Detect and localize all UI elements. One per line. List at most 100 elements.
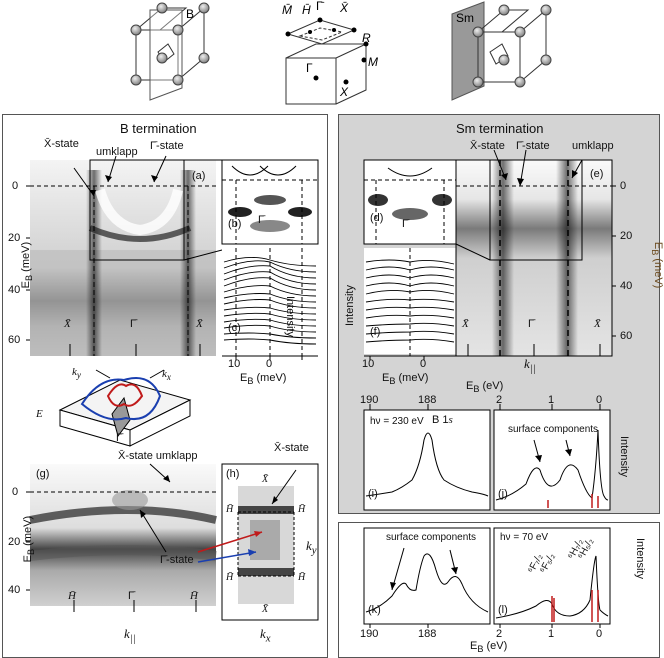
f-xtick-10: 10 bbox=[362, 358, 375, 370]
j-tick-2: 2 bbox=[496, 394, 503, 406]
f-xtick-0: 0 bbox=[420, 358, 427, 370]
b-umklapp-label: umklapp bbox=[96, 146, 138, 158]
bz-r: R bbox=[362, 31, 371, 45]
panel-h-tag: (h) bbox=[226, 468, 240, 480]
h-label-h-tr: H̄ bbox=[298, 504, 306, 515]
bz-gamma: Γ bbox=[306, 61, 313, 75]
bz-x: X bbox=[339, 85, 349, 99]
panel-g-tag: (g) bbox=[36, 468, 50, 480]
panel-j-tag: (j) bbox=[498, 488, 508, 500]
panel-e-arpes-map bbox=[455, 159, 613, 357]
b-ytick-40: 40 bbox=[8, 284, 21, 296]
k-tick-188: 188 bbox=[418, 628, 437, 640]
brillouin-zone bbox=[285, 19, 367, 105]
panel-i-tag: (i) bbox=[368, 488, 378, 500]
schematic-gamma: Γ̄ bbox=[116, 432, 123, 444]
panel-l-tag: (l) bbox=[498, 604, 508, 616]
b-termination-figure bbox=[26, 155, 319, 621]
panel-g-arpes-map bbox=[30, 464, 216, 606]
bz-hbar: H̄ bbox=[302, 3, 311, 17]
i-tick-190: 190 bbox=[360, 394, 379, 406]
g-ktick-gamma: Γ̄ bbox=[128, 590, 135, 602]
e-ktick-gamma: Γ̄ bbox=[528, 318, 535, 330]
bz-m: M bbox=[368, 55, 378, 69]
c-xlabel: EB (meV) bbox=[240, 372, 287, 387]
j-tick-1: 1 bbox=[548, 394, 555, 406]
c-xtick-10: 10 bbox=[228, 358, 241, 370]
f-xlabel: EB (meV) bbox=[382, 372, 429, 387]
k-surface-components-label: surface components bbox=[386, 532, 477, 543]
b-ktick-x-left: X̄ bbox=[64, 318, 71, 330]
l-intensity-label: Intensity bbox=[634, 538, 646, 579]
l-tick-0: 0 bbox=[596, 628, 603, 640]
fermi-surface-schematic bbox=[58, 369, 192, 447]
core-eb-label: EB (eV) bbox=[466, 380, 504, 395]
g-ytick-0: 0 bbox=[12, 486, 19, 498]
panel-k-tag: (k) bbox=[368, 604, 381, 616]
h-label-h-tl: H̄ bbox=[226, 504, 234, 515]
l-hv-label: hν = 70 eV bbox=[500, 532, 549, 543]
bz-gammabar: Γ̄ bbox=[316, 0, 325, 13]
schematic-e: E bbox=[36, 408, 43, 420]
e-ytick-0: 0 bbox=[620, 180, 627, 192]
b-ktick-gamma: Γ̄ bbox=[130, 318, 137, 330]
panel-d-gamma: Γ̄ bbox=[402, 218, 409, 230]
panel-d-tag: (d) bbox=[370, 212, 384, 224]
b-ytick-0: 0 bbox=[12, 180, 19, 192]
g-kpar-label: k|| bbox=[124, 626, 136, 645]
cube-b-termination bbox=[130, 2, 210, 101]
panel-c-tag: (c) bbox=[228, 322, 241, 334]
l-tick-2: 2 bbox=[496, 628, 503, 640]
h-label-h-br: H̄ bbox=[298, 572, 306, 583]
panel-f-tag: (f) bbox=[370, 326, 381, 338]
h-label-h-bl: H̄ bbox=[226, 572, 234, 583]
schematic-kx: kx bbox=[162, 368, 171, 383]
cube-b-label: B bbox=[186, 7, 194, 21]
g-ytick-40: 40 bbox=[8, 584, 21, 596]
sm-termination-title: Sm termination bbox=[456, 121, 544, 136]
g-ktick-h-right: H̄ bbox=[190, 590, 198, 602]
h-xstate-label: X̄-state bbox=[274, 442, 309, 454]
top-row-schematics: B M̄ H̄ Γ̄ X̄ R M Γ X Sm bbox=[130, 0, 552, 105]
e-ktick-x-left: X̄ bbox=[462, 318, 469, 330]
cube-sm-label: Sm bbox=[456, 11, 474, 25]
e-ytick-20: 20 bbox=[620, 230, 633, 242]
j-tick-0: 0 bbox=[596, 394, 603, 406]
panel-k-b1s-spectrum bbox=[363, 527, 491, 625]
h-kx-label: kx bbox=[260, 626, 271, 645]
bz-xbar: X̄ bbox=[339, 1, 349, 15]
panel-a-tag: (a) bbox=[192, 170, 206, 182]
panel-e-tag: (e) bbox=[590, 168, 604, 180]
bottom-xlabel: EB (eV) bbox=[470, 640, 508, 655]
b-gstate-label: Γ̄-state bbox=[150, 140, 184, 152]
sm-gstate-label: Γ̄-state bbox=[516, 140, 550, 152]
e-ytick-60: 60 bbox=[620, 330, 633, 342]
b-termination-title: B termination bbox=[120, 121, 197, 136]
e-ytick-40: 40 bbox=[620, 280, 633, 292]
c-xtick-0: 0 bbox=[266, 358, 273, 370]
i-b1s-label: B 1s bbox=[432, 414, 453, 426]
h-ky-label: ky bbox=[306, 538, 317, 557]
h-label-x-bottom: X̄ bbox=[262, 604, 269, 615]
g-ktick-h-left: H̄ bbox=[68, 590, 76, 602]
b-ktick-x-right: X̄ bbox=[196, 318, 203, 330]
h-label-x-top: X̄ bbox=[262, 474, 269, 485]
panel-b-tag: (b) bbox=[228, 218, 242, 230]
sm-xstate-label: X̄-state bbox=[470, 140, 505, 152]
g-gstate-label: Γ̄-state bbox=[160, 554, 194, 566]
g-ytick-20: 20 bbox=[8, 536, 21, 548]
b-xstate-label: X̄-state bbox=[44, 138, 79, 150]
k-tick-190: 190 bbox=[360, 628, 379, 640]
b-ytick-20: 20 bbox=[8, 232, 21, 244]
schematic-ky: ky bbox=[72, 366, 81, 381]
e-ktick-x-right: X̄ bbox=[594, 318, 601, 330]
i-hv-label: hν = 230 eV bbox=[370, 416, 424, 427]
sm-umklapp-label: umklapp bbox=[572, 140, 614, 152]
cube-sm-termination bbox=[451, 1, 552, 101]
e-kpar-label: k|| bbox=[524, 356, 536, 375]
panel-b-gamma: Γ̄ bbox=[258, 214, 265, 226]
b-ytick-60: 60 bbox=[8, 334, 21, 346]
l-tick-1: 1 bbox=[548, 628, 555, 640]
